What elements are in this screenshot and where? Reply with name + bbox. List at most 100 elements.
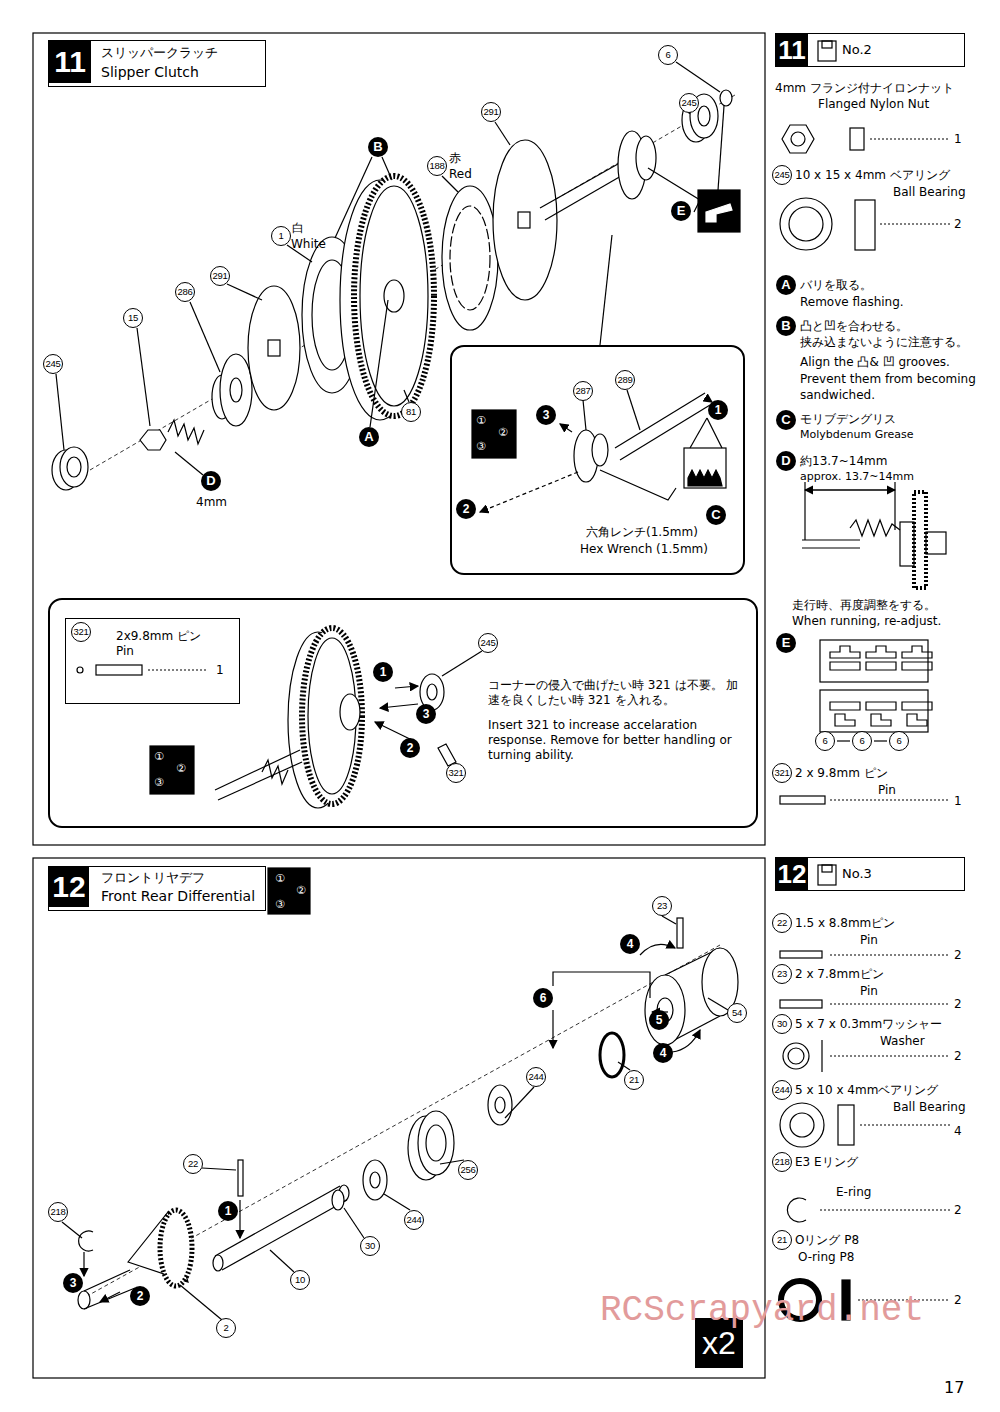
label-text: approx. 13.7~14mm	[800, 469, 914, 485]
callout-number: 1	[271, 226, 291, 246]
step-order: 2	[130, 1286, 150, 1306]
label-text: 2	[954, 1292, 962, 1308]
node-text: 1	[216, 663, 224, 678]
label-text: When running, re-adjust.	[792, 613, 941, 629]
label-text: 2	[954, 216, 962, 232]
step-order: 6	[533, 988, 553, 1008]
note-letter: D	[776, 451, 796, 471]
callout-number: 21	[624, 1070, 644, 1090]
label-text: Prevent them from becoming	[800, 371, 976, 387]
callout-number: 289	[615, 370, 635, 390]
note-letter: A	[776, 275, 796, 295]
label-text: White	[291, 236, 326, 252]
callout-number: 321	[446, 763, 466, 783]
label-text: 挟み込まないように注意する。	[800, 334, 968, 350]
callout-number: 54	[727, 1003, 747, 1023]
step-order: 3	[63, 1273, 83, 1293]
label-text: Pin	[860, 983, 878, 999]
node-text: No.2	[842, 42, 872, 58]
step-number: 12	[49, 867, 89, 907]
label-text: sandwiched.	[800, 387, 875, 403]
page-number: 17	[944, 1380, 964, 1396]
callout-number: 287	[573, 381, 593, 401]
callout-number: 321	[71, 622, 91, 642]
label-text: 1.5 x 8.8mmピン	[795, 915, 895, 931]
node-text: No.3	[842, 866, 872, 882]
label-text: Remove flashing.	[800, 294, 904, 310]
callout-number: 6	[815, 731, 835, 751]
callout-number: 244	[404, 1210, 424, 1230]
step-order: 5	[649, 1010, 669, 1030]
label-text: E3 Eリング	[795, 1154, 858, 1170]
order-icon-digit: ②	[296, 885, 306, 897]
node-text: Hex Wrench (1.5mm)	[580, 542, 708, 557]
callout-number: 15	[123, 308, 143, 328]
watermark: RCScrapyard.net	[600, 1290, 924, 1331]
section-title: 12 フロントリヤデフ Front Rear Differential	[48, 866, 266, 911]
label-text: Align the 凸& 凹 grooves.	[800, 354, 950, 370]
callout-number: 245	[478, 633, 498, 653]
label-text: 2	[954, 996, 962, 1012]
label-text: 5 x 10 x 4mmベアリング	[795, 1082, 938, 1098]
label-text: モリブデングリス	[800, 411, 896, 427]
note-letter: C	[706, 505, 726, 525]
label-text: バリを取る。	[800, 277, 872, 293]
step-number: 12	[776, 858, 808, 890]
callout-number: 291	[481, 102, 501, 122]
callout-number: 23	[652, 896, 672, 916]
label-text: 4mm フランジ付ナイロンナット	[775, 80, 954, 96]
node-text: Insert 321 to increase accelaration resp…	[488, 718, 750, 763]
note-letter: C	[776, 410, 796, 430]
label-text: E-ring	[836, 1184, 871, 1200]
order-icon-digit: ①	[275, 873, 285, 885]
callout-number: 286	[175, 282, 195, 302]
label-text: 2 x 9.8mm ピン	[795, 765, 888, 781]
note-letter: B	[368, 137, 388, 157]
step-order: 1	[218, 1201, 238, 1221]
note-letter: B	[776, 316, 796, 336]
callout-number: 245	[679, 93, 699, 113]
label-text: Ball Bearing	[893, 1099, 966, 1115]
step-order: 1	[373, 662, 393, 682]
label-text: Flanged Nylon Nut	[818, 96, 929, 112]
label-text: Red	[449, 166, 472, 182]
step-order: 4	[620, 934, 640, 954]
node-text: Slipper Clutch	[101, 64, 199, 82]
label-text: 1	[954, 793, 962, 809]
callout-number: 81	[401, 402, 421, 422]
label-text: Oリング P8	[795, 1232, 859, 1248]
callout-number: 244	[526, 1067, 546, 1087]
label-text: Pin	[860, 932, 878, 948]
label-text: 赤	[449, 150, 461, 166]
node-text: Front Rear Differential	[101, 888, 255, 906]
part-box: 2x9.8mm ピン Pin1	[65, 618, 240, 704]
label-text: Ball Bearing	[893, 184, 966, 200]
option-inset: コーナーの侵入で曲げたい時 321 は不要。 加速を良くしたい時 321 を入れ…	[48, 598, 758, 828]
order-icon-digit: ①	[154, 751, 164, 763]
order-icon-digit: ①	[476, 415, 486, 427]
order-icon-digit: ③	[275, 899, 285, 911]
callout-number: 30	[360, 1236, 380, 1256]
label-text: 2	[954, 947, 962, 963]
callout-number: 30	[772, 1014, 792, 1034]
callout-number: 244	[772, 1080, 792, 1100]
note-letter: A	[359, 427, 379, 447]
order-icon-digit: ③	[154, 777, 164, 789]
label-text: 約13.7~14mm	[800, 453, 887, 469]
step-order: 4	[653, 1043, 673, 1063]
step-order: 2	[400, 738, 420, 758]
callout-number: 6	[889, 731, 909, 751]
note-letter: E	[671, 201, 691, 221]
node-text: フロントリヤデフ	[101, 870, 205, 886]
label-text: 白	[292, 220, 304, 236]
step-number: 11	[49, 41, 91, 83]
order-icon-digit: ②	[498, 427, 508, 439]
note-letter: D	[201, 471, 221, 491]
callout-number: 188	[427, 156, 447, 176]
callout-number: 256	[458, 1160, 478, 1180]
callout-number: 21	[772, 1230, 792, 1250]
node-text: スリッパークラッチ	[101, 45, 218, 61]
callout-number: 321	[772, 763, 792, 783]
label-text: Pin	[878, 782, 896, 798]
label-text: 5 x 7 x 0.3mmワッシャー	[795, 1016, 942, 1032]
